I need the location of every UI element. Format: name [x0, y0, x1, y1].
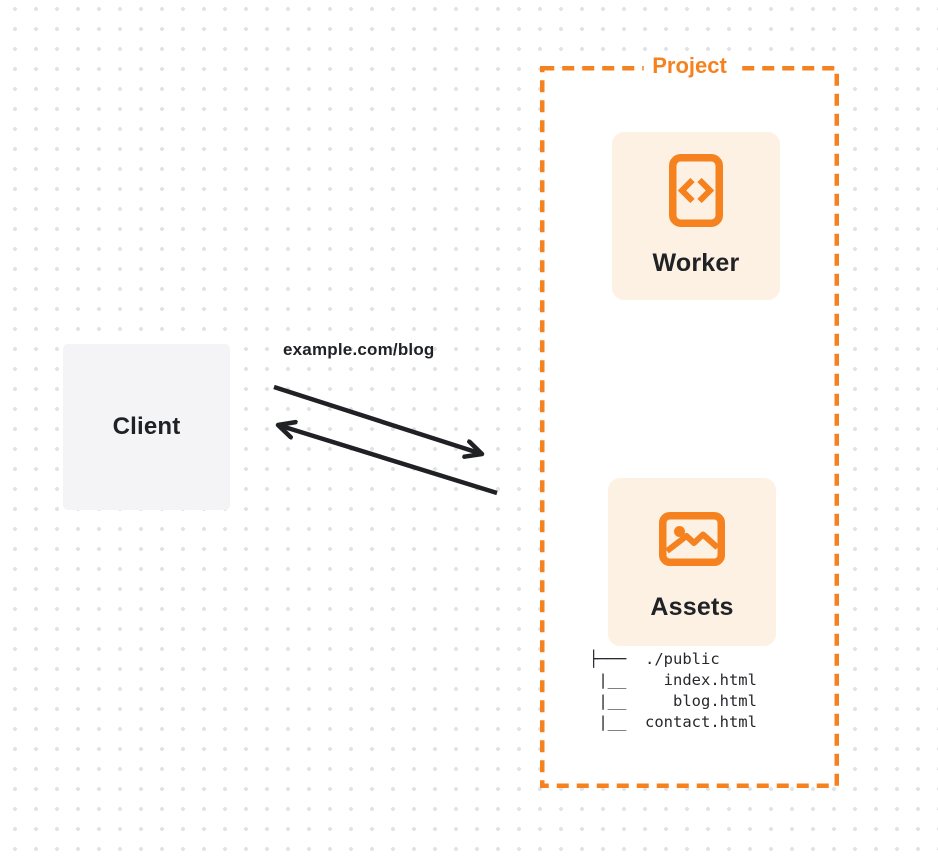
request-url-label: example.com/blog — [283, 340, 435, 359]
worker-label: Worker — [652, 249, 740, 277]
project-label: Project — [643, 53, 736, 79]
image-icon — [659, 512, 725, 566]
assets-label: Assets — [650, 593, 734, 621]
request-arrow — [273, 384, 482, 454]
request-response-arrows — [273, 384, 498, 496]
code-icon — [669, 154, 723, 227]
worker-node: Worker — [612, 132, 780, 300]
client-node: Client — [63, 344, 230, 510]
assets-file-tree: ├─── ./public |__ index.html |__ blog.ht… — [589, 650, 757, 731]
project-container: Project Worker Assets ├─── ./public |__ … — [540, 53, 839, 788]
response-arrow — [278, 425, 498, 496]
client-label: Client — [112, 413, 181, 440]
assets-node: Assets — [608, 478, 776, 646]
